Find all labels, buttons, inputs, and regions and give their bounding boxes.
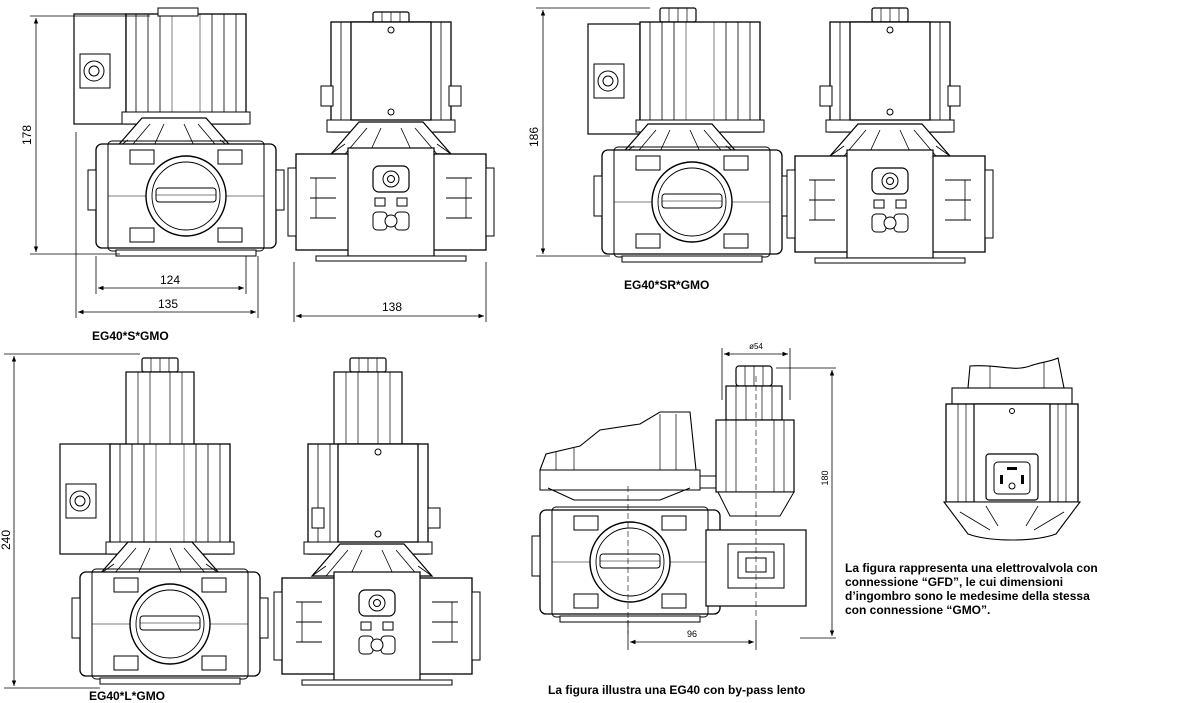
figure-gfd-connector — [942, 357, 1082, 541]
figure-eg40-s-front — [73, 7, 285, 257]
note-line-1: La figura rappresenta una elettrovalvola… — [845, 561, 1098, 575]
dim-width-s-side: 138 — [382, 300, 402, 314]
figure-eg40-bypass — [531, 365, 807, 634]
note-line-3: d’ingombro sono le medesime della stessa — [845, 589, 1090, 603]
dim-height-bypass: 180 — [820, 470, 830, 485]
note-line-4: con connessione “GMO”. — [845, 603, 991, 617]
note-gfd: La figura rappresenta una elettrovalvola… — [845, 561, 1175, 617]
dim-width-s-b: 135 — [158, 297, 178, 311]
dim-height-s: 178 — [20, 125, 34, 145]
figure-eg40-l-front — [59, 357, 269, 685]
figure-eg40-l-side — [273, 357, 481, 686]
dim-width-s-a: 124 — [160, 273, 180, 287]
dimension-lines-sr — [536, 7, 650, 257]
dimension-lines-bypass — [627, 348, 836, 650]
caption-bypass: La figura illustra una EG40 con by-pass … — [548, 683, 806, 697]
dim-offset-bypass: 96 — [687, 629, 697, 639]
dim-diameter-bypass: ø54 — [749, 342, 763, 351]
figure-eg40-s-side — [287, 11, 495, 262]
caption-eg40-l: EG40*L*GMO — [89, 689, 166, 703]
dimension-lines-s — [30, 15, 487, 322]
dimension-lines-l — [4, 353, 140, 689]
figure-eg40-sr-side — [786, 7, 994, 264]
caption-eg40-s: EG40*S*GMO — [92, 329, 169, 343]
caption-eg40-sr: EG40*SR*GMO — [624, 278, 710, 292]
note-line-2: connessione “GFD”, le cui dimensioni — [845, 575, 1064, 589]
figure-eg40-sr-front — [587, 7, 791, 263]
dim-height-sr: 186 — [527, 127, 541, 147]
dim-height-l: 240 — [0, 530, 13, 550]
